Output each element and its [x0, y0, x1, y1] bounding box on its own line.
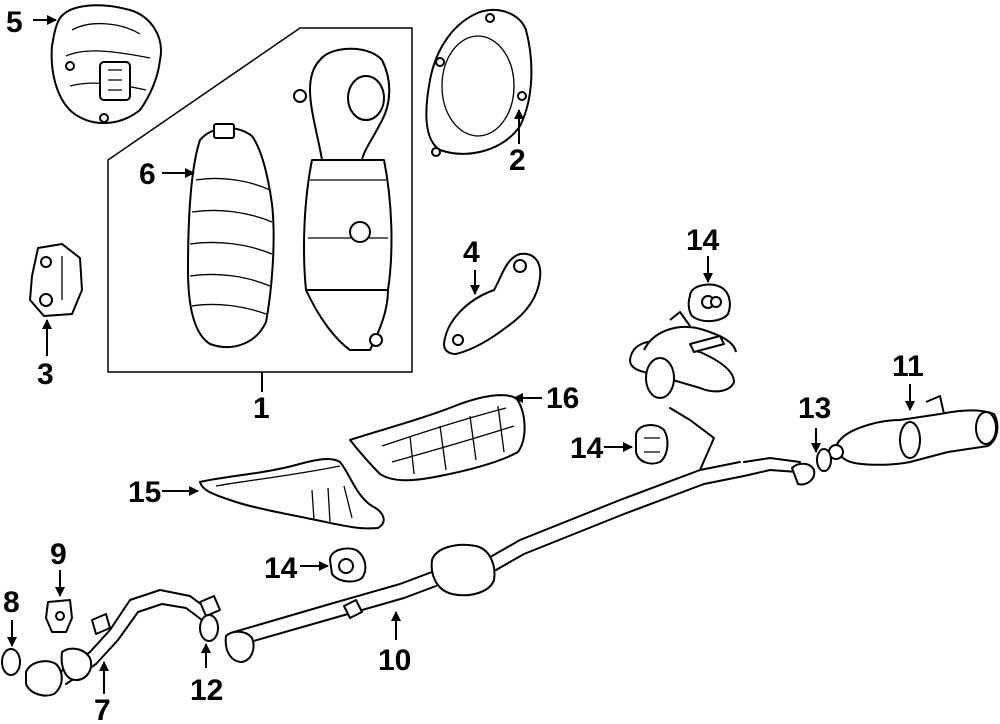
part-10-center-pipe	[224, 407, 816, 663]
part-8-gasket	[1, 648, 21, 676]
callout-6: 6	[139, 158, 156, 191]
callout-3: 3	[37, 358, 54, 391]
part-14-hanger-upper	[687, 283, 731, 322]
callout-4: 4	[463, 236, 480, 269]
part-3-bracket	[29, 243, 83, 317]
part-11-tail-pipe	[828, 395, 999, 466]
callout-1: 1	[253, 392, 270, 425]
part-13-gasket	[816, 448, 832, 472]
part-6-converter-heat-shield	[187, 123, 275, 348]
part-12-gasket	[199, 614, 219, 642]
assembly-outline-box	[107, 27, 413, 373]
callout-10: 10	[378, 644, 411, 677]
part-5-heat-shield	[50, 4, 162, 125]
callout-12: 12	[190, 674, 223, 707]
callout-17: 16	[546, 382, 579, 415]
part-14-hanger-lower	[329, 547, 367, 583]
catalytic-converter	[293, 47, 393, 351]
callout-14-lower: 14	[264, 552, 298, 585]
callout-5: 5	[6, 6, 23, 39]
callout-15: 14	[570, 432, 604, 465]
leader-lines	[7, 15, 915, 694]
callout-9: 9	[50, 538, 67, 571]
callout-7: 7	[94, 694, 111, 724]
part-15-hanger	[635, 424, 669, 465]
callout-14-upper: 14	[686, 224, 720, 257]
rear-muffler-assembly	[629, 311, 737, 399]
part-16-heat-shield	[199, 458, 385, 530]
part-17-heat-shield	[349, 394, 526, 482]
part-9-clip	[45, 599, 73, 633]
callout-16: 15	[128, 476, 161, 509]
part-4-bracket	[443, 252, 542, 355]
callout-2: 2	[509, 144, 526, 177]
callout-11: 11	[892, 350, 924, 383]
callout-13: 13	[798, 392, 831, 425]
part-7-front-pipe	[25, 589, 221, 697]
part-2-gasket	[425, 9, 533, 157]
callout-8: 8	[3, 586, 20, 619]
